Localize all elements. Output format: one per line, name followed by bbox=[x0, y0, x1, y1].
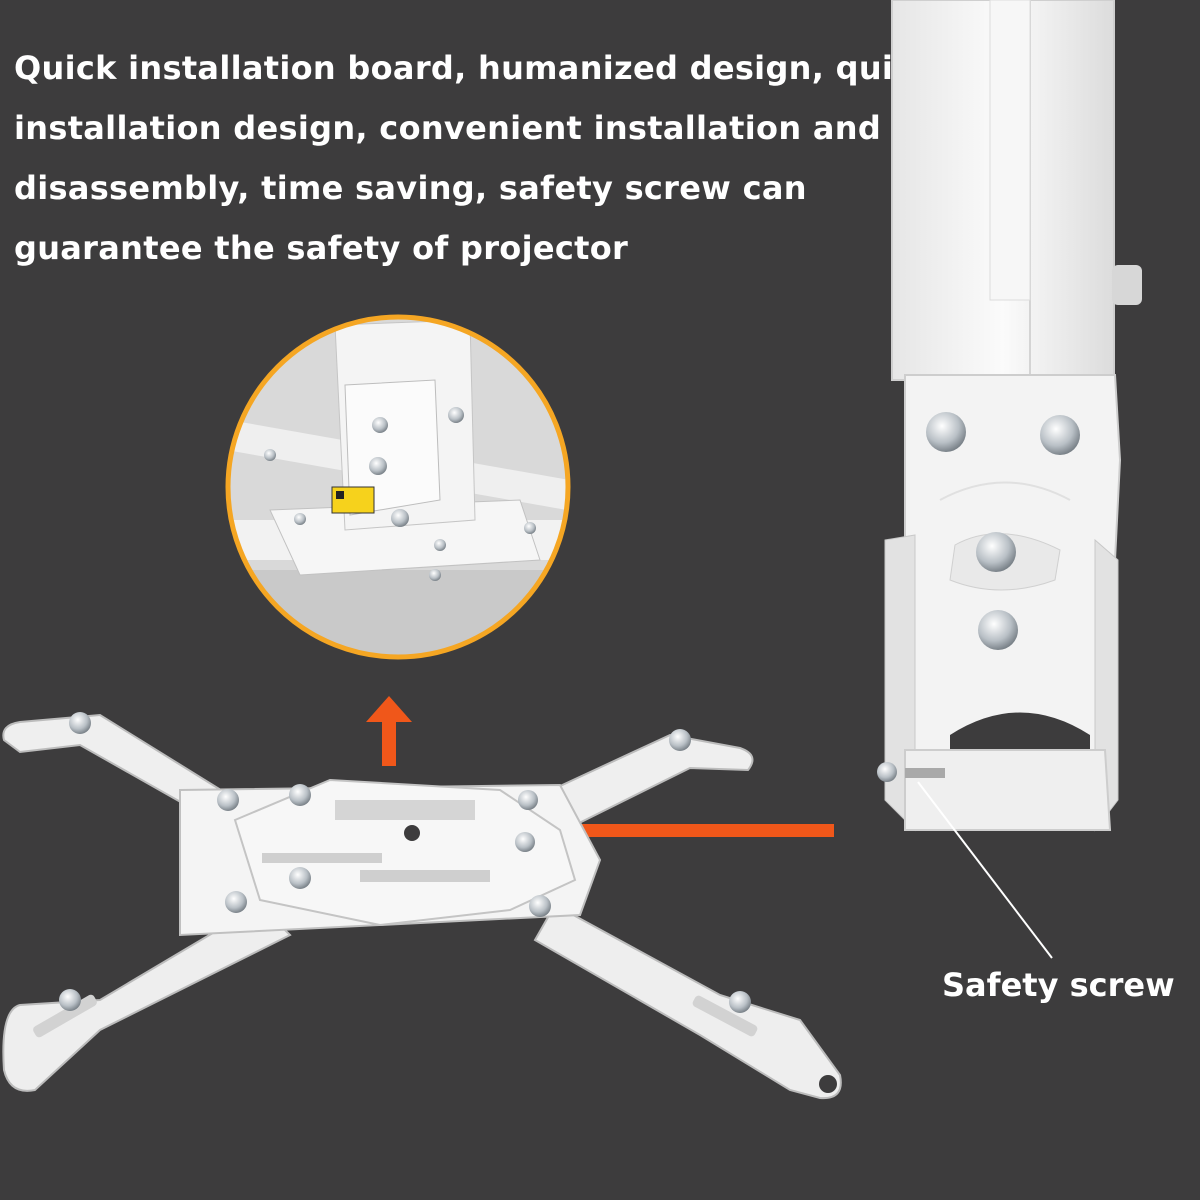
headline-line-1: Quick installation board, humanized desi… bbox=[14, 49, 935, 87]
projector-mount-plate bbox=[2, 712, 842, 1100]
up-arrow-icon bbox=[366, 696, 412, 766]
safety-screw-label: Safety screw bbox=[942, 966, 1175, 1004]
headline-text: Quick installation board, humanized desi… bbox=[14, 38, 935, 278]
screw-icon bbox=[59, 712, 751, 1013]
headline-line-4: guarantee the safety of projector bbox=[14, 229, 629, 267]
zoom-detail bbox=[225, 314, 571, 660]
ceiling-pole-bracket bbox=[877, 0, 1142, 959]
headline-line-3: disassembly, time saving, safety screw c… bbox=[14, 169, 807, 207]
screw-icon bbox=[877, 412, 1080, 782]
headline-line-2: installation design, convenient installa… bbox=[14, 109, 882, 147]
